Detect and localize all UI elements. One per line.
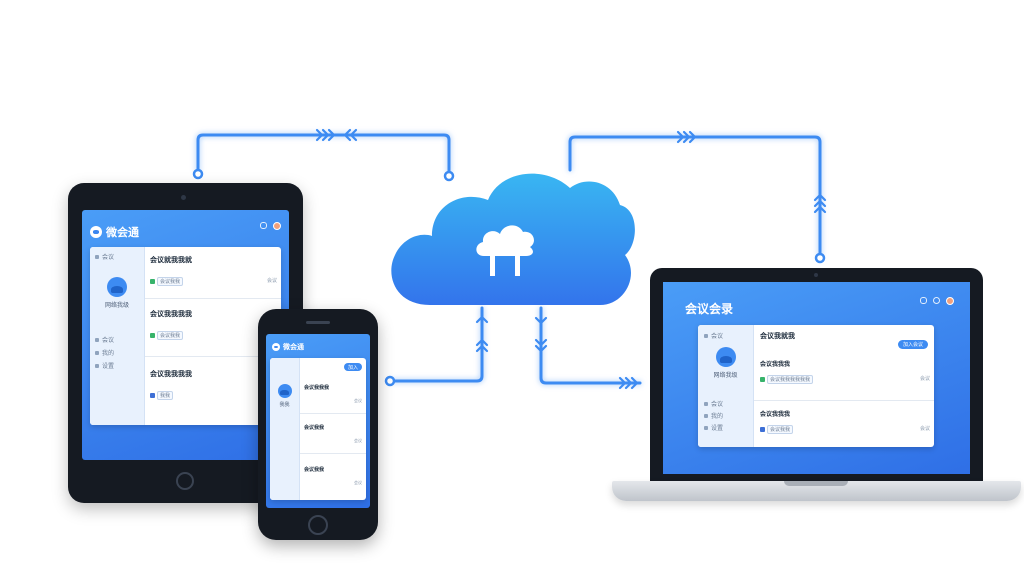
phone-app-window: 我我 加入 会议我我我 会议 会议我我 会议 会议我我 会议 [270, 358, 366, 500]
meeting-meta: 会议我我 [760, 425, 794, 434]
user-name: 网络我级 [104, 302, 129, 309]
link-cloud-laptop-bottom [539, 306, 642, 385]
app-logo-icon [90, 226, 102, 238]
laptop-meeting-list: 会议我就我 加入会议 会议我我我 会议我我我我我我 会议 会议我我我 会议我我 … [754, 325, 934, 447]
meeting-row[interactable]: 会议我我我 会议我我 会议 [754, 401, 934, 447]
link-dot [384, 375, 396, 387]
phone-meeting-list: 加入 会议我我我 会议 会议我我 会议 会议我我 会议 [300, 358, 366, 500]
meeting-row[interactable]: 会议我我 会议 [300, 454, 366, 500]
meeting-time: 会议 [266, 278, 277, 284]
sidebar-user[interactable]: 我我 [270, 384, 299, 408]
status-icon [760, 427, 765, 432]
phone-screen: 微会通 我我 加入 会议我我我 会议 会议我我 会议 [266, 334, 370, 508]
join-meeting-button[interactable]: 加入会议 [898, 340, 928, 349]
sidebar-item-meetings[interactable]: 会议 [95, 335, 114, 344]
grid-icon[interactable] [260, 222, 267, 229]
user-avatar-icon [715, 347, 736, 367]
laptop-sidebar: 会议 网络我级 会议 我的 设置 [698, 325, 754, 447]
sidebar-item-mine[interactable]: 我的 [704, 411, 723, 420]
settings-icon[interactable] [933, 297, 940, 304]
cloud-icon [391, 173, 635, 305]
app-title: 微会通 [283, 343, 304, 351]
plug-right-icon [515, 256, 520, 276]
link-dot [443, 170, 455, 182]
laptop-notch [784, 481, 848, 486]
phone-home-button[interactable] [308, 515, 328, 535]
meeting-row[interactable]: 会议我我 会议 [300, 414, 366, 454]
laptop-screen: 会议会录 会议 网络我级 会议 我的 设置 会议我就我 加入 [663, 282, 970, 474]
app-title: 会议会录 [685, 302, 734, 316]
laptop-camera [814, 273, 818, 277]
tablet-app-window: 会议 网络我级 会议 我的 设置 会议就我我就 会议我我 会议 会议我我我我 [90, 247, 281, 425]
status-icon [150, 333, 155, 338]
tablet-sidebar: 会议 网络我级 会议 我的 设置 [90, 247, 145, 425]
status-icon [150, 279, 155, 284]
plug-left-icon [490, 256, 495, 276]
laptop-base [612, 481, 1021, 501]
sidebar-item-settings[interactable]: 设置 [704, 423, 723, 432]
tablet-screen: 微会通 会议 网络我级 会议 我的 设置 会议就我我就 [82, 210, 289, 460]
sidebar-header[interactable]: 会议 [704, 331, 723, 340]
phone-device: 微会通 我我 加入 会议我我我 会议 会议我我 会议 [258, 309, 378, 540]
meeting-meta: 会议我我 [150, 277, 184, 286]
meeting-meta: 会议我我我我我我 [760, 375, 814, 384]
meeting-time: 会议 [354, 480, 362, 485]
link-dot [192, 168, 204, 180]
link-tablet-cloud [196, 133, 451, 175]
meeting-title: 会议我我我 [760, 411, 791, 418]
meeting-meta: 我我 [150, 391, 174, 400]
meeting-row[interactable]: 会议我我我 会议 [300, 376, 366, 414]
tablet-home-button[interactable] [176, 472, 194, 490]
phone-app-header: 微会通 [272, 342, 304, 352]
meeting-title: 会议就我我就 [150, 256, 192, 264]
laptop-header-icons [920, 297, 954, 305]
meeting-time: 会议 [354, 438, 362, 443]
app-title: 微会通 [106, 226, 139, 239]
user-name: 我我 [279, 402, 290, 408]
user-avatar-icon [107, 277, 127, 297]
sidebar-item-settings[interactable]: 设置 [95, 361, 114, 370]
meeting-time: 会议 [919, 426, 930, 432]
sidebar-user[interactable]: 网络我级 [698, 347, 753, 379]
meeting-row[interactable]: 会议我我我 会议我我我我我我 会议 [754, 353, 934, 401]
phone-speaker [306, 321, 330, 324]
tablet-meeting-list: 会议就我我就 会议我我 会议 会议我我我我 会议我我 会议 会议我我我我 我我 [145, 247, 281, 425]
meeting-title: 会议我我 [304, 467, 325, 473]
user-name: 网络我级 [713, 372, 738, 379]
link-phone-cloud [388, 306, 484, 383]
tablet-app-header: 微会通 [90, 224, 139, 240]
sidebar-user[interactable]: 网络我级 [90, 277, 144, 309]
meeting-time: 会议 [919, 376, 930, 382]
meeting-title: 会议我我我我 [150, 370, 192, 378]
app-logo-icon [272, 343, 280, 351]
join-button[interactable]: 加入 [344, 363, 362, 371]
tablet-header-icons [260, 222, 281, 230]
meeting-title: 会议我我我我 [150, 310, 192, 318]
status-icon [760, 377, 765, 382]
laptop-device: 会议会录 会议 网络我级 会议 我的 设置 会议我就我 加入 [650, 268, 983, 483]
laptop-app-header: 会议会录 [685, 300, 733, 317]
meeting-row[interactable]: 会议我我我我 我我 [145, 357, 281, 425]
sidebar-item-mine[interactable]: 我的 [95, 348, 114, 357]
meeting-title: 会议我我我 [760, 361, 791, 368]
meeting-title: 会议我我我 [304, 385, 330, 391]
grid-icon[interactable] [920, 297, 927, 304]
meeting-meta: 会议我我 [150, 331, 184, 340]
link-dot [814, 252, 826, 264]
user-avatar-icon [277, 384, 292, 398]
sidebar-header[interactable]: 会议 [95, 252, 114, 261]
status-icon [150, 393, 155, 398]
tablet-camera [181, 195, 186, 200]
meeting-title: 会议我我 [304, 425, 325, 431]
avatar-icon[interactable] [946, 297, 954, 305]
main-title: 会议我就我 [760, 332, 795, 340]
mini-cloud-icon [476, 225, 534, 256]
meeting-row[interactable]: 会议就我我就 会议我我 会议 [145, 247, 281, 299]
avatar-icon[interactable] [273, 222, 281, 230]
phone-sidebar: 我我 [270, 358, 300, 500]
laptop-app-window: 会议 网络我级 会议 我的 设置 会议我就我 加入会议 会议我我我 会议我我我我… [698, 325, 934, 447]
sidebar-item-meetings[interactable]: 会议 [704, 399, 723, 408]
meeting-time: 会议 [354, 398, 362, 403]
